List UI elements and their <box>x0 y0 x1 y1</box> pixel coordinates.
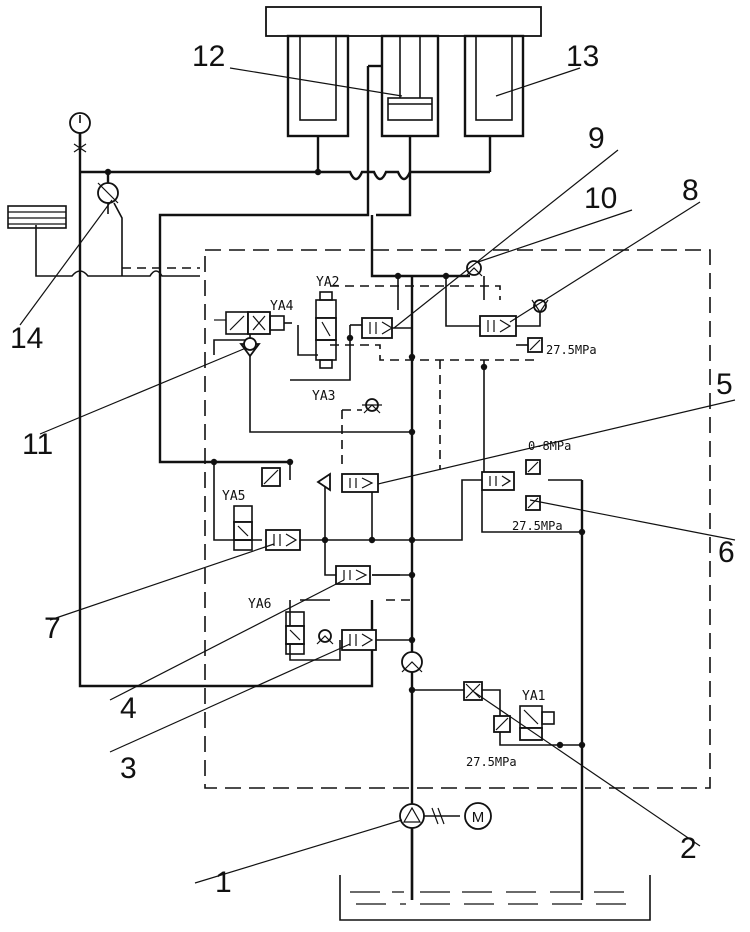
motor-symbol: M <box>472 809 485 826</box>
relief-valve-icon <box>261 467 281 487</box>
pressure-range: 0-8MPa <box>528 439 571 453</box>
callout-12: 12 <box>192 40 225 73</box>
label-ya3: YA3 <box>312 389 335 404</box>
callout-numbers: 12 13 9 10 8 5 6 7 4 3 2 1 11 14 <box>10 40 735 899</box>
pilot-lines <box>122 267 540 601</box>
callout-2: 2 <box>680 832 697 865</box>
cylinder-icon <box>368 34 440 172</box>
solenoid-valve-icon <box>519 705 555 741</box>
callout-10: 10 <box>584 182 617 215</box>
cylinder-icon <box>463 34 525 172</box>
check-valve-icon <box>239 337 261 358</box>
callout-5: 5 <box>716 368 733 401</box>
relief-valve-icon <box>493 715 511 733</box>
callout-8: 8 <box>682 174 699 207</box>
pressure-valve8: 27.5MPa <box>546 343 597 357</box>
gauge-icon <box>69 112 91 153</box>
pressure-valve6: 27.5MPa <box>512 519 563 533</box>
label-ya1: YA1 <box>522 689 545 704</box>
label-ya6: YA6 <box>248 597 271 612</box>
manifold-block-boundary <box>204 249 711 789</box>
callout-7: 7 <box>44 612 61 645</box>
leader-lines <box>19 67 736 884</box>
cartridge-valve-icon <box>361 317 412 339</box>
label-ya4: YA4 <box>270 299 294 314</box>
solenoid-valve-icon <box>214 311 292 335</box>
check-valve-icon <box>465 260 483 277</box>
cylinder-group <box>265 6 542 172</box>
callout-4: 4 <box>120 692 137 725</box>
cartridge-valve-icon <box>463 681 483 701</box>
motor-icon: M <box>464 802 492 830</box>
pump-icon <box>399 803 460 829</box>
pressure-valve2: 27.5MPa <box>466 755 517 769</box>
cartridge-valve-icon <box>265 529 301 551</box>
check-valve-icon <box>401 651 423 673</box>
junction-dots <box>104 168 586 749</box>
solenoid-valve-icon <box>285 611 305 655</box>
cartridge-valve-icon <box>479 315 517 337</box>
solenoid-valve-icon <box>233 505 253 551</box>
cartridge-valve-icon <box>341 629 377 651</box>
callout-13: 13 <box>566 40 599 73</box>
label-ya2: YA2 <box>316 275 339 290</box>
cylinder-icon <box>286 34 350 172</box>
cartridge-valve-icon <box>481 471 515 491</box>
callout-6: 6 <box>718 536 735 569</box>
relief-valve-icon <box>525 459 541 511</box>
callout-3: 3 <box>120 752 137 785</box>
tank-icon <box>7 205 67 229</box>
callout-11: 11 <box>22 428 53 461</box>
cartridge-valve-icon <box>316 472 379 493</box>
check-valve-icon <box>362 398 382 414</box>
check-valve-icon <box>316 629 334 645</box>
callout-1: 1 <box>215 866 232 899</box>
pressure-labels: 27.5MPa 0-8MPa 27.5MPa 27.5MPa <box>466 343 597 769</box>
callout-14: 14 <box>10 322 43 355</box>
solenoid-labels: YA4 YA2 YA3 YA5 YA6 YA1 <box>222 275 545 704</box>
relief-valve-icon <box>527 299 549 353</box>
cartridge-valve-icon <box>335 565 371 585</box>
check-valve-icon <box>97 182 123 255</box>
solenoid-valve-icon <box>315 291 337 369</box>
label-ya5: YA5 <box>222 489 245 504</box>
tank-icon <box>339 875 651 921</box>
callout-9: 9 <box>588 122 605 155</box>
press-platen <box>265 6 542 37</box>
